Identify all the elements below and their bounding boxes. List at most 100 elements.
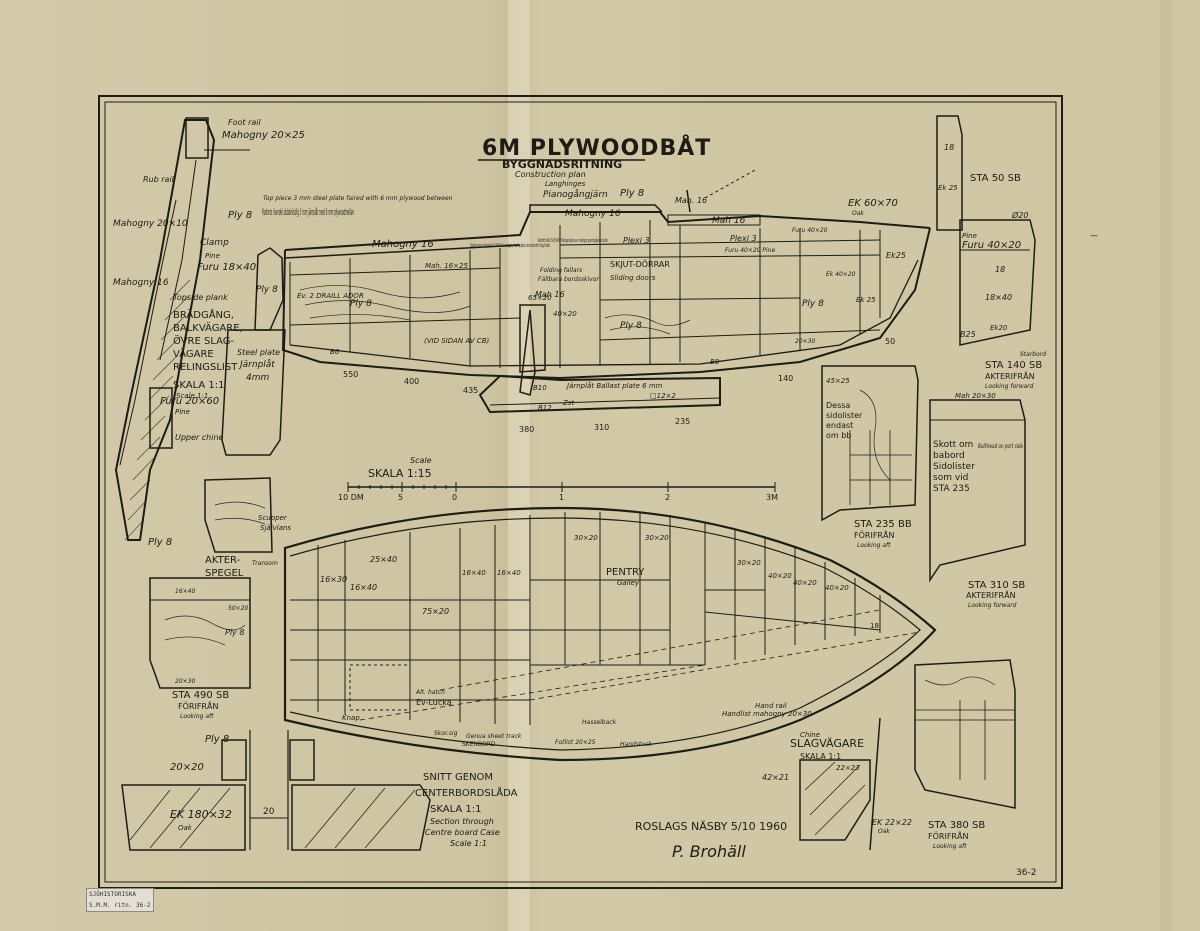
section-en-2: Centre board Case xyxy=(425,828,500,837)
upper-chine-label: Upper chine xyxy=(175,433,224,442)
s140-pine: Pine xyxy=(962,232,977,240)
station-310: 310 xyxy=(594,423,609,432)
sta-140-title: STA 140 SB xyxy=(985,360,1042,371)
chine-42x21: 42×21 xyxy=(762,773,789,782)
bolt-b12: B12 xyxy=(538,404,552,412)
skjut-label: SKJUT-DÖRRAR xyxy=(610,259,670,269)
ek25-label: Ek25 xyxy=(886,251,906,260)
signature-block: ROSLAGS NÄSBY 5/10 1960 P. Brohäll 36-2 xyxy=(635,820,1036,878)
plan-30x20-a: 30×20 xyxy=(574,534,598,542)
foot-rail-label: Foot rail xyxy=(228,118,261,127)
plan-alt-hatch: Alt. hatch xyxy=(415,689,445,696)
plan-pentry: PENTRY xyxy=(606,567,645,578)
subtitle-en: Construction plan xyxy=(515,170,586,179)
sta-490-title: STA 490 SB xyxy=(172,690,229,701)
section-title-2: CENTERBORDSLÅDA xyxy=(415,786,518,799)
bradgang-label-1: BRÄDGÅNG, xyxy=(173,308,234,321)
scale-caption: Scale xyxy=(410,456,432,465)
mahogny16-deck-label: Mahogny 16 xyxy=(565,209,621,219)
s310-babord: babord xyxy=(933,451,965,461)
plan-handstock: Handstock xyxy=(620,741,652,748)
section-oak: Oak xyxy=(178,824,193,832)
sta-235-sub: FÖRIFRÅN xyxy=(854,529,894,540)
hangings-label: Langhinges xyxy=(545,180,586,188)
sta-380-section: STA 380 SB FÖRIFRÅN Looking aft xyxy=(914,659,1016,850)
mah16-top-label: Mah. 16 xyxy=(675,196,707,205)
plan-16x40: 16×40 xyxy=(350,583,377,592)
dim-65x20-label: 65×20 xyxy=(528,294,552,302)
s310-skott: Skott om xyxy=(933,440,973,450)
plan-30x20-b: 30×20 xyxy=(645,534,669,542)
pine-label: Pine xyxy=(205,252,220,260)
plan-hasselback: Hasselback xyxy=(582,719,617,726)
s490-50x20: 50×20 xyxy=(228,605,248,612)
plan-75x20: 75×20 xyxy=(422,607,449,616)
clamp-label: Clamp xyxy=(200,238,229,248)
s310-mah: Mah 20×30 xyxy=(955,392,996,400)
scale-bar: Scale SKALA 1:15 10 DM 5 0 1 2 3M xyxy=(338,456,778,502)
piano-label: Pianogångjärn xyxy=(543,189,608,200)
chainplate-note-sv: Rostfritt stål 3×25×450 Mahognykloss ev.… xyxy=(538,237,608,244)
s310-sidolister: Sidolister xyxy=(933,462,975,472)
fallbara-label: Fällbara bordsskivor xyxy=(538,276,599,283)
s490-16x40: 16×40 xyxy=(175,588,195,595)
mahogny-16-label: Mahogny 16 xyxy=(113,278,169,288)
s50-18: 18 xyxy=(944,143,954,152)
sta-235-title: STA 235 BB xyxy=(854,519,912,530)
s140-18: 18 xyxy=(995,265,1005,274)
outer-border xyxy=(98,95,1063,889)
station-435: 435 xyxy=(463,386,478,395)
sta-50-section: 18 Ek 25 STA 50 SB xyxy=(936,115,1021,231)
sta-310-sub: AKTERIFRÅN xyxy=(966,589,1016,600)
sta-140-section: Ø20 Pine Furu 40×20 18 18×40 B25 Ek20 St… xyxy=(959,210,1046,390)
station-140: 140 xyxy=(778,374,793,383)
sta-490-sub: FÖRIFRÅN xyxy=(178,700,218,711)
rudder-top-note: Top piece 3 mm steel plate faired with 6… xyxy=(263,195,453,202)
plan-40x20-c: 40×20 xyxy=(825,584,849,592)
station-380: 380 xyxy=(519,425,534,434)
section-en-3: Scale 1:1 xyxy=(450,839,487,848)
subtitle: BYGGNADSRITNING xyxy=(502,158,622,171)
margin-note: — xyxy=(1090,231,1098,240)
sta-490-en: Looking aft xyxy=(180,713,214,720)
sta-380-sub: FÖRIFRÅN xyxy=(928,830,968,841)
plan-view: 25×40 16×40 16×30 16×40 16×40 30×20 30×2… xyxy=(283,506,937,762)
plan-30x20-c: 30×20 xyxy=(737,559,761,567)
rudder: Top piece 3 mm steel plate faired with 6… xyxy=(221,195,453,456)
dim-12x2-label: □12×2 xyxy=(650,392,676,400)
s50-ek25: Ek 25 xyxy=(938,184,958,192)
ply8-side-label: Ply 8 xyxy=(350,299,372,309)
ply8-b-label: Ply 8 xyxy=(148,537,172,548)
scale-tick-10dm: 10 DM xyxy=(338,493,364,502)
plan-18: 18 xyxy=(870,622,879,630)
ply8-right-label: Ply 8 xyxy=(802,299,824,309)
sta-235-en: Looking aft xyxy=(857,542,891,549)
bradgang-label-2: BALKVÄGARE, xyxy=(173,321,243,334)
plan-handlist: Handlist mahogny 20×30 xyxy=(722,710,812,718)
foot-rail xyxy=(185,117,209,159)
furu-20x60-label: Furu 20×60 xyxy=(160,396,219,407)
s235-sidolister: sidolister xyxy=(826,411,863,420)
plan-footrail: Fotlist 20×25 xyxy=(555,739,596,746)
sta-310-en: Looking forward xyxy=(968,602,1017,609)
s140-starbord: Starbord xyxy=(1020,351,1046,358)
mahogny-20x25-label: Mahogny 20×25 xyxy=(222,130,305,141)
dim-20x30-label: 20×30 xyxy=(795,338,815,345)
plan-40x20-b: 40×20 xyxy=(793,579,817,587)
section-ply8: Ply 8 xyxy=(205,734,229,745)
chine-detail: Chine SLAGVÄGARE SKALA 1:1 42×21 22×23 E… xyxy=(762,717,912,851)
chine-ek22x22: EK 22×22 xyxy=(872,818,912,827)
plan-16x30: 16×30 xyxy=(320,575,347,584)
pine2-label: Pine xyxy=(175,408,190,416)
chine-22x23: 22×23 xyxy=(836,764,860,772)
profile-view: Langhinges Pianogångjärn Ply 8 Mah. 16 E… xyxy=(281,169,931,434)
s235-bb: om bb xyxy=(826,431,851,440)
slagvagare-scale: SKALA 1:1 xyxy=(800,752,841,761)
plan-evlucka: Ev-Lucka xyxy=(416,698,452,707)
plexi3-b-label: Plexi 3 xyxy=(730,234,757,243)
plan-galley: Galley xyxy=(617,579,640,587)
s140-18x40: 18×40 xyxy=(985,293,1012,302)
sta-140-en: Looking forward xyxy=(985,383,1034,390)
sta-140-sub: AKTERIFRÅN xyxy=(985,370,1035,381)
section-gap: 20 xyxy=(263,807,275,817)
